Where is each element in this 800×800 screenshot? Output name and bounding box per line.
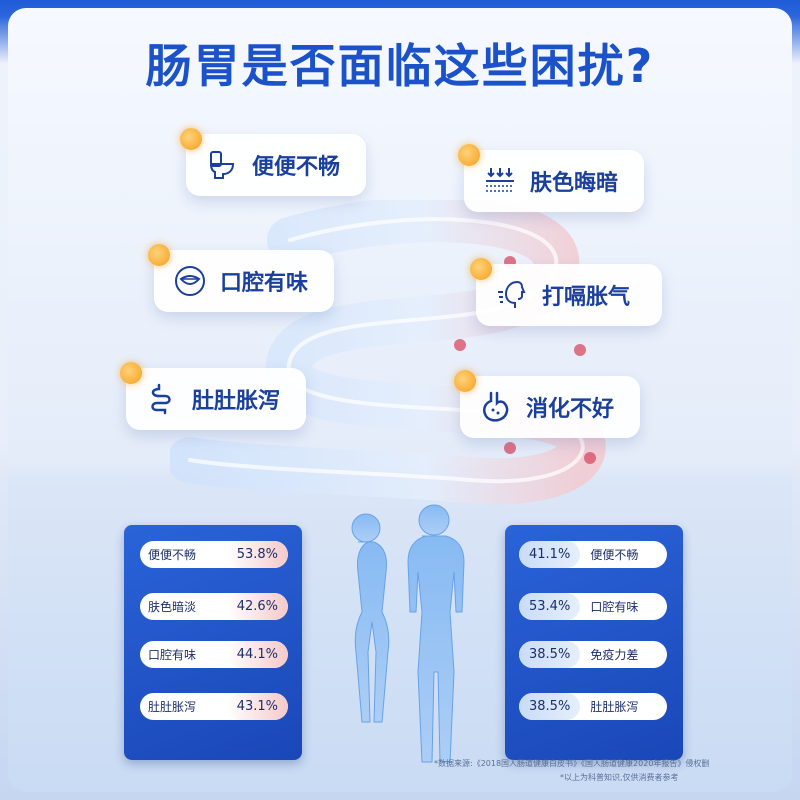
symptom-label: 便便不畅 bbox=[252, 155, 341, 180]
stat-name: 便便不畅 bbox=[148, 548, 197, 562]
toilet-icon bbox=[202, 145, 242, 185]
stat-value: 41.1% bbox=[519, 541, 581, 568]
symptom-card-digestion: 消化不好 bbox=[454, 370, 640, 438]
stat-value: 38.5% bbox=[519, 693, 581, 720]
stat-name: 便便不畅 bbox=[590, 548, 639, 562]
symptom-card-burp: 打嗝胀气 bbox=[470, 258, 662, 326]
human-figures-illustration bbox=[351, 504, 465, 763]
page-title: 肠胃是否面临这些困扰? bbox=[145, 39, 655, 93]
glow-dot-icon bbox=[180, 128, 202, 150]
stat-name: 口腔有味 bbox=[590, 600, 639, 614]
stat-row: 肚肚胀泻 43.1% bbox=[140, 693, 288, 720]
left-stats-panel: 便便不畅 53.8% 肤色暗淡 42.6% 口腔有味 44.1% 肚肚胀泻 43… bbox=[124, 525, 302, 760]
stat-value: 43.1% bbox=[226, 693, 288, 720]
mouth-icon bbox=[170, 261, 210, 301]
symptom-label: 消化不好 bbox=[526, 397, 615, 422]
footnote-disclaimer: *以上为科普知识,仅供消费者参考 bbox=[560, 773, 679, 782]
symptom-card-mouth: 口腔有味 bbox=[148, 244, 334, 312]
glow-dot-icon bbox=[454, 370, 476, 392]
stomach-icon bbox=[476, 387, 516, 427]
stat-row: 口腔有味 44.1% bbox=[140, 641, 288, 668]
stat-value: 42.6% bbox=[226, 593, 288, 620]
symptom-label: 肚肚胀泻 bbox=[192, 389, 281, 414]
stat-row: 41.1% 便便不畅 bbox=[519, 541, 667, 568]
symptom-card-skin: 肤色晦暗 bbox=[458, 144, 644, 212]
female-figure bbox=[351, 513, 390, 723]
right-stats-panel: 41.1% 便便不畅 53.4% 口腔有味 38.5% 免疫力差 38.5% 肚… bbox=[505, 525, 683, 760]
glow-dot-icon bbox=[470, 258, 492, 280]
stat-row: 便便不畅 53.8% bbox=[140, 541, 288, 568]
stat-value: 53.4% bbox=[519, 593, 581, 620]
skin-layers-icon bbox=[480, 161, 520, 201]
stat-name: 肤色暗淡 bbox=[148, 600, 197, 614]
stat-name: 口腔有味 bbox=[148, 648, 197, 662]
stat-row: 53.4% 口腔有味 bbox=[519, 593, 667, 620]
stat-name: 肚肚胀泻 bbox=[148, 700, 197, 714]
glow-dot-icon bbox=[148, 244, 170, 266]
burp-face-icon bbox=[492, 275, 532, 315]
stat-name: 免疫力差 bbox=[590, 648, 639, 662]
glow-dot-icon bbox=[120, 362, 142, 384]
intestine-icon bbox=[142, 379, 182, 419]
stat-row: 38.5% 免疫力差 bbox=[519, 641, 667, 668]
stat-row: 38.5% 肚肚胀泻 bbox=[519, 693, 667, 720]
stat-row: 肤色暗淡 42.6% bbox=[140, 593, 288, 620]
symptom-label: 口腔有味 bbox=[220, 271, 309, 296]
glow-dot-icon bbox=[458, 144, 480, 166]
stat-value: 53.8% bbox=[226, 541, 288, 568]
symptom-label: 打嗝胀气 bbox=[542, 285, 631, 310]
stat-name: 肚肚胀泻 bbox=[590, 700, 639, 714]
stat-value: 38.5% bbox=[519, 641, 581, 668]
footnote-source: *数据来源:《2018国人肠道健康白皮书》《国人肠道健康2020年报告》侵权删 bbox=[434, 759, 710, 768]
symptom-card-stool: 便便不畅 bbox=[180, 128, 366, 196]
intestine-illustration bbox=[170, 200, 606, 505]
symptom-card-bloating: 肚肚胀泻 bbox=[120, 362, 306, 430]
male-figure bbox=[407, 504, 465, 763]
stat-value: 44.1% bbox=[226, 641, 288, 668]
symptom-label: 肤色晦暗 bbox=[530, 171, 619, 196]
